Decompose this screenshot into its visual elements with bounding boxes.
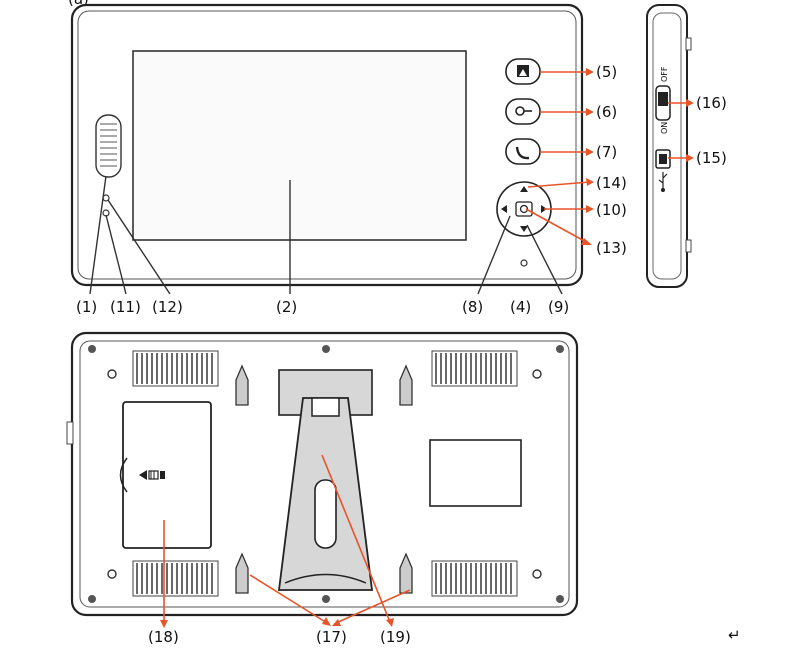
- camera-center-button[interactable]: [515, 201, 533, 217]
- leader-11: [105, 214, 127, 295]
- arrow-14: [527, 178, 594, 188]
- arrow-19: [321, 454, 394, 627]
- arrow-17-b: [332, 589, 411, 626]
- unlock-key-button[interactable]: [505, 98, 541, 125]
- leader-9: [526, 224, 563, 295]
- lcd-screen: [132, 50, 467, 241]
- label-19: (19): [380, 628, 411, 646]
- navigation-pad[interactable]: [496, 181, 552, 237]
- arrow-16: [668, 99, 694, 107]
- side-inner: [652, 12, 682, 280]
- return-mark: ↵: [728, 626, 741, 644]
- talk-phone-button[interactable]: [505, 138, 541, 165]
- arrow-5: [540, 68, 594, 76]
- vent-bottom-right: [431, 560, 518, 597]
- label-18: (18): [148, 628, 179, 646]
- front-inner-frame: [77, 10, 577, 280]
- label-6: (6): [596, 103, 617, 121]
- desk-stand[interactable]: [277, 369, 374, 591]
- side-tab-bottom: [685, 239, 692, 253]
- label-11: (11): [110, 298, 141, 316]
- left-arrow-icon: [501, 205, 507, 213]
- label-2: (2): [276, 298, 297, 316]
- label-5: (5): [596, 63, 617, 81]
- label-7: (7): [596, 143, 617, 161]
- label-14: (14): [596, 174, 627, 192]
- back-view: (18) (17) (19): [66, 331, 579, 646]
- label-1: (1): [76, 298, 97, 316]
- leader-8: [477, 215, 511, 295]
- back-side-tab: [66, 421, 74, 445]
- front-view: (5) (6) (7) (14) (10) (13) (1) (11) (12)…: [70, 3, 627, 316]
- battery-cover[interactable]: [119, 401, 212, 549]
- vent-top-right: [431, 350, 518, 387]
- vent-bottom-left: [132, 560, 219, 597]
- arrow-6: [540, 108, 594, 116]
- side-frame: [646, 4, 688, 288]
- usb-port[interactable]: [655, 149, 671, 169]
- label-13: (13): [596, 239, 627, 257]
- label-9: (9): [548, 298, 569, 316]
- microphone-hole: [520, 259, 528, 267]
- back-inner-frame: [79, 340, 570, 608]
- usb-icon: [658, 172, 668, 192]
- side-tab-top: [685, 37, 692, 51]
- label-16: (16): [696, 94, 727, 112]
- label-10: (10): [596, 201, 627, 219]
- monitor-button[interactable]: [505, 58, 541, 85]
- label-8: (8): [462, 298, 483, 316]
- open-direction-icon: [139, 470, 147, 480]
- side-view: OFF ON (16) (15): [646, 4, 727, 288]
- label-plate: [429, 439, 522, 507]
- arrow-13: [525, 208, 592, 245]
- arrow-10: [544, 205, 594, 213]
- label-12: (12): [152, 298, 183, 316]
- arrow-7: [540, 148, 594, 156]
- screws: [88, 345, 564, 603]
- down-arrow-icon: [520, 226, 528, 232]
- up-arrow-icon: [520, 186, 528, 192]
- speaker-grille: [95, 114, 122, 178]
- label-4: (4): [510, 298, 531, 316]
- top-label: (a): [68, 0, 89, 8]
- off-label: OFF: [660, 66, 669, 82]
- arrow-17-a: [249, 574, 331, 626]
- leader-1: [89, 175, 107, 295]
- leader-12: [107, 199, 171, 295]
- vent-top-left: [132, 350, 219, 387]
- arrow-18: [160, 520, 168, 628]
- wall-hooks: [235, 364, 413, 594]
- power-switch[interactable]: [655, 85, 671, 121]
- on-label: ON: [660, 122, 669, 134]
- arrow-15: [668, 154, 694, 162]
- label-17: (17): [316, 628, 347, 646]
- label-15: (15): [696, 149, 727, 167]
